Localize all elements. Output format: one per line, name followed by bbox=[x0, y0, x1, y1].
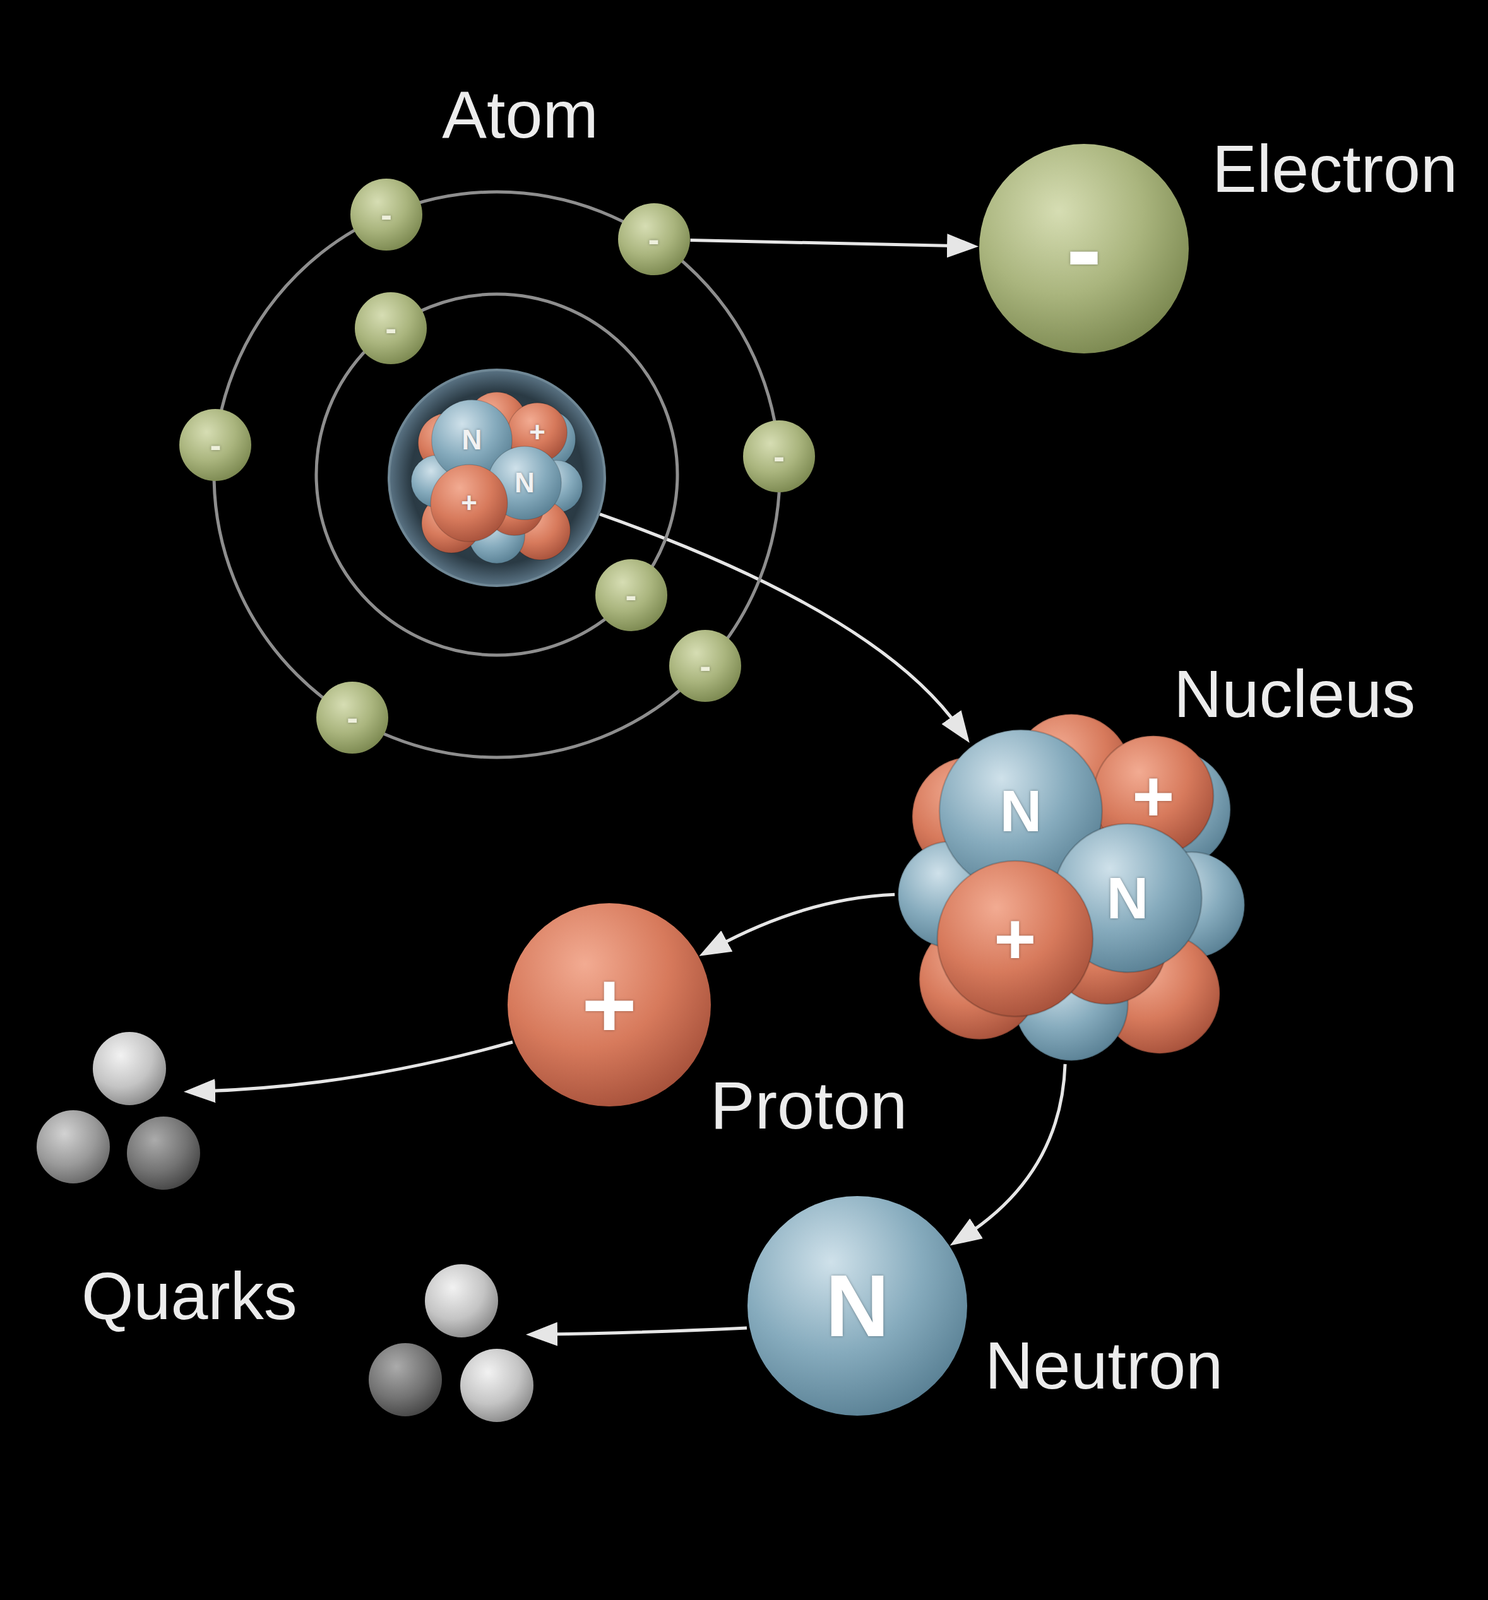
charge-symbol: - bbox=[1066, 195, 1103, 303]
leader-arrow bbox=[201, 1042, 513, 1092]
small-nucleus: N + N + bbox=[387, 368, 607, 588]
charge-symbol: + bbox=[581, 957, 637, 1053]
electron-dot: - bbox=[178, 408, 252, 482]
sphere bbox=[595, 559, 668, 632]
charge-symbol: N bbox=[825, 1261, 889, 1351]
quark-ball bbox=[92, 1032, 167, 1106]
charge-symbol: + bbox=[1131, 759, 1175, 833]
atom-figure: Atom--------N+N+ bbox=[212, 190, 781, 759]
orbit-ring bbox=[214, 191, 780, 758]
nucleus-glass bbox=[388, 369, 605, 586]
charge-symbol: - bbox=[773, 439, 785, 474]
charge-symbol: - bbox=[346, 700, 358, 735]
nucleus-cluster-outline bbox=[894, 710, 1249, 1065]
proton-ball: Proton+ bbox=[506, 902, 712, 1108]
part-label: Quarks bbox=[81, 1262, 298, 1330]
charge-symbol: - bbox=[380, 197, 393, 232]
proton-sphere bbox=[937, 861, 1093, 1017]
leader-arrow bbox=[543, 1328, 747, 1335]
electron-dot: - bbox=[617, 202, 691, 276]
charge-symbol: N bbox=[514, 469, 535, 497]
connector-arrow bbox=[714, 894, 895, 948]
sphere bbox=[316, 681, 389, 754]
electron-dot: - bbox=[594, 558, 668, 632]
sphere bbox=[979, 143, 1189, 354]
charge-symbol: N bbox=[999, 782, 1042, 841]
part-heading: Proton bbox=[710, 1071, 908, 1139]
sphere bbox=[618, 203, 691, 276]
sphere bbox=[507, 903, 711, 1107]
electron-dot: - bbox=[742, 419, 816, 494]
quark-ball bbox=[36, 1110, 110, 1184]
electron-dot: - bbox=[349, 178, 423, 252]
electron-ball: Electron- bbox=[978, 143, 1190, 355]
nucleus-cluster: NucleusN+N+ bbox=[894, 710, 1249, 1065]
sphere bbox=[669, 630, 742, 703]
part-heading: Nucleus bbox=[1173, 660, 1416, 728]
connector-arrow bbox=[690, 240, 961, 247]
proton-sphere bbox=[430, 464, 508, 542]
sphere bbox=[179, 409, 252, 482]
charge-symbol: - bbox=[625, 578, 637, 613]
small-nucleus-outline bbox=[387, 368, 607, 588]
charge-symbol: N bbox=[1106, 869, 1149, 928]
quark-ball bbox=[424, 1264, 499, 1338]
quark-ball bbox=[368, 1343, 442, 1417]
charge-symbol: - bbox=[209, 428, 221, 463]
charge-symbol: N bbox=[462, 426, 483, 454]
part-heading: Electron bbox=[1212, 135, 1458, 203]
quark-ball bbox=[460, 1349, 534, 1423]
electron-dot: - bbox=[668, 629, 742, 703]
charge-symbol: - bbox=[385, 311, 397, 346]
neutron-ball: NeutronN bbox=[746, 1195, 968, 1417]
part-heading: Atom bbox=[441, 80, 598, 148]
sphere bbox=[747, 1196, 968, 1417]
charge-symbol: - bbox=[648, 222, 660, 257]
sphere bbox=[354, 292, 427, 365]
connector-arrow bbox=[964, 1064, 1066, 1237]
part-heading: Neutron bbox=[984, 1332, 1223, 1399]
charge-symbol: + bbox=[529, 418, 546, 447]
electron-dot: - bbox=[315, 681, 389, 755]
quark-ball bbox=[126, 1116, 201, 1191]
charge-symbol: + bbox=[993, 902, 1036, 976]
sphere bbox=[350, 178, 423, 251]
charge-symbol: + bbox=[460, 489, 478, 518]
sphere bbox=[743, 420, 816, 493]
charge-symbol: - bbox=[699, 648, 711, 684]
electron-dot: - bbox=[354, 291, 428, 365]
